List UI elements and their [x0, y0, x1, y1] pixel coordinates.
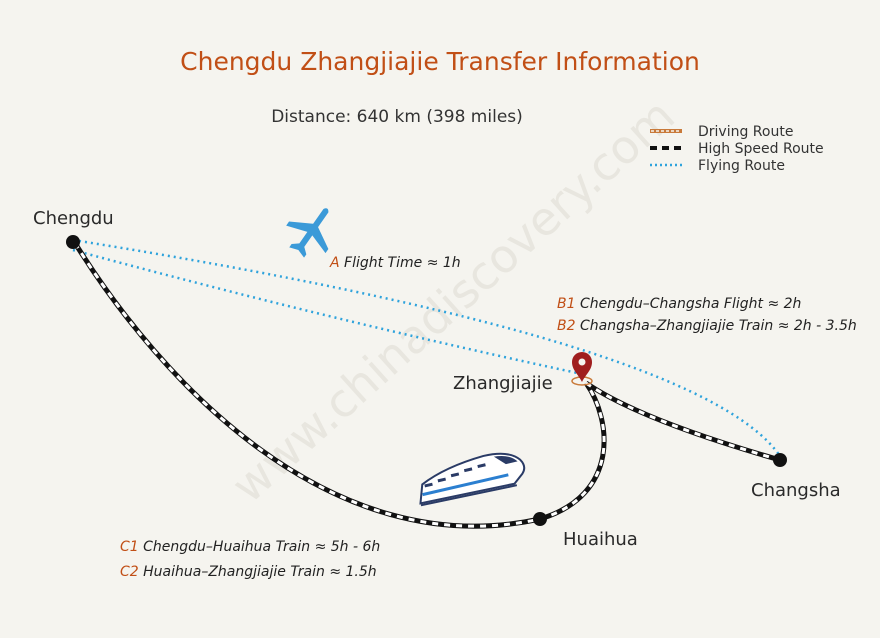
- plane-icon: [286, 208, 329, 258]
- city-dot-changsha: [773, 453, 787, 467]
- distance-label: Distance: 640 km (398 miles): [271, 107, 523, 127]
- flight-route-chengdu-zhangjiajie: [72, 248, 583, 376]
- legend-item-high-speed: High Speed Route: [650, 141, 824, 157]
- note-c1-text: Chengdu–Huaihua Train ≈ 5h - 6h: [139, 539, 381, 555]
- note-b2-key: B2: [557, 318, 576, 334]
- note-c2-text: Huaihua–Zhangjiajie Train ≈ 1.5h: [139, 564, 377, 580]
- location-pin-icon: [572, 352, 592, 382]
- legend-label-driving: Driving Route: [698, 124, 793, 140]
- note-b2-text: Changsha–Zhangjiajie Train ≈ 2h - 3.5h: [576, 318, 857, 334]
- rail-route-zhangjiajie-changsha: [584, 380, 781, 463]
- note-c2: C2 Huaihua–Zhangjiajie Train ≈ 1.5h: [120, 564, 377, 580]
- note-b1-key: B1: [557, 296, 576, 312]
- city-label-zhangjiajie: Zhangjiajie: [453, 373, 553, 394]
- note-a: A Flight Time ≈ 1h: [329, 255, 461, 271]
- legend-item-flying: Flying Route: [650, 158, 785, 174]
- city-dot-huaihua: [533, 512, 547, 526]
- note-c2-key: C2: [120, 564, 139, 580]
- page-title: Chengdu Zhangjiajie Transfer Information: [180, 47, 700, 76]
- note-b2: B2 Changsha–Zhangjiajie Train ≈ 2h - 3.5…: [557, 318, 857, 334]
- train-icon: [419, 452, 526, 507]
- city-label-chengdu: Chengdu: [33, 208, 114, 229]
- city-label-changsha: Changsha: [751, 480, 841, 501]
- note-a-text: Flight Time ≈ 1h: [340, 255, 461, 271]
- legend-label-high-speed: High Speed Route: [698, 141, 824, 157]
- rail-route-chengdu-huaihua: [72, 241, 541, 529]
- note-a-key: A: [329, 255, 340, 271]
- note-c1: C1 Chengdu–Huaihua Train ≈ 5h - 6h: [120, 539, 380, 555]
- rail-route-huaihua-zhangjiajie: [539, 381, 607, 522]
- note-b1: B1 Chengdu–Changsha Flight ≈ 2h: [557, 296, 801, 312]
- city-dot-chengdu: [66, 235, 80, 249]
- note-c1-key: C1: [120, 539, 139, 555]
- legend-item-driving: Driving Route: [650, 124, 793, 140]
- city-label-huaihua: Huaihua: [563, 529, 638, 550]
- legend-label-flying: Flying Route: [698, 158, 785, 174]
- legend: Driving Route High Speed Route Flying Ro…: [650, 124, 824, 174]
- note-b1-text: Chengdu–Changsha Flight ≈ 2h: [576, 296, 802, 312]
